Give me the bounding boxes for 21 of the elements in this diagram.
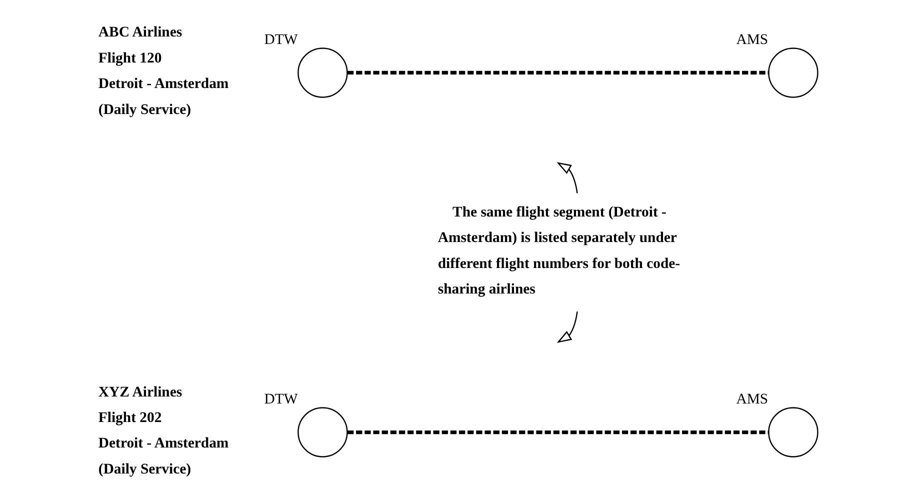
label: ABC Airlines [98, 24, 182, 40]
label: Flight 202 [98, 409, 162, 426]
label: XYZ Airlines [98, 384, 182, 400]
connector [347, 70, 768, 74]
label: Detroit - Amsterdam [98, 435, 228, 452]
node-label: DTW [264, 391, 298, 408]
node-circle [297, 47, 348, 98]
node-label: DTW [264, 32, 298, 48]
label: (Daily Service) [98, 101, 191, 118]
label: Detroit - Amsterdam [98, 76, 228, 92]
label: (Daily Service) [98, 460, 191, 477]
node-text: The same flight segment (Detroit - Amsterdam) is listed separately under different flight numbers for both code-sharing airlines [437, 204, 680, 298]
node-label: AMS [736, 32, 768, 48]
node-circle [768, 47, 818, 98]
connector [347, 430, 768, 434]
arrow [556, 162, 578, 193]
arrow [556, 311, 578, 342]
node-circle [297, 406, 348, 457]
label: Flight 120 [98, 50, 162, 66]
node-label: AMS [736, 391, 768, 408]
node-circle [768, 406, 818, 457]
